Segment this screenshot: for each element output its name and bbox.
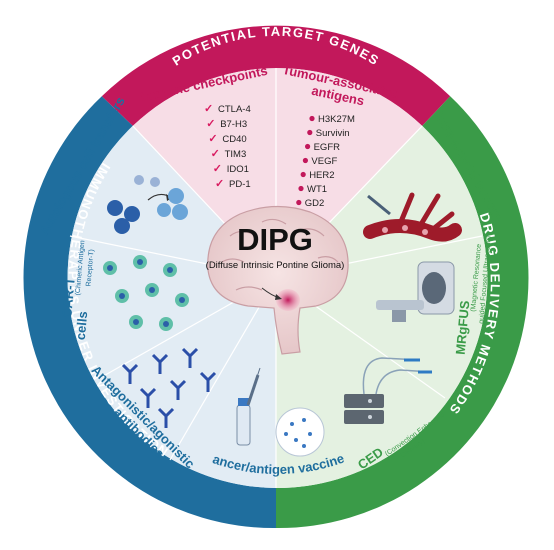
immune-checkpoint-item: PD-1 xyxy=(229,179,251,190)
check-icon: ✓ xyxy=(206,118,215,130)
check-icon: ✓ xyxy=(204,103,213,115)
top-ring-arc xyxy=(101,25,451,126)
bullet-icon xyxy=(300,171,306,178)
cart-cells-illustration xyxy=(103,255,189,331)
left-sector-fill xyxy=(67,125,277,489)
mri-scanner-illustration xyxy=(376,261,455,322)
intra-arterial-illustration xyxy=(363,192,462,242)
tumour-antigen-item: EGFR xyxy=(314,142,341,153)
car-t-nucleus xyxy=(133,319,139,325)
tumour-antigen-item: VEGF xyxy=(311,156,337,167)
cart-paren-2: Receptor-T) xyxy=(85,249,95,287)
tumour-antigen-item: H3K27M xyxy=(318,114,355,125)
bullet-icon xyxy=(305,143,311,150)
car-t-nucleus xyxy=(167,267,173,273)
check-icon: ✓ xyxy=(215,178,224,190)
left-ring-arc xyxy=(23,96,277,529)
tumour-antigen-item: WT1 xyxy=(307,184,327,195)
immune-checkpoint-item: IDO1 xyxy=(227,164,249,175)
car-t-nucleus xyxy=(149,287,155,293)
antibody xyxy=(121,363,139,384)
bullet-icon xyxy=(309,115,315,122)
tumour-antigen-item: GD2 xyxy=(305,198,325,209)
center-title: DIPG xyxy=(237,222,313,257)
immune-checkpoint-item: CD40 xyxy=(222,134,246,145)
tumour-antigen-item: HER2 xyxy=(309,170,334,181)
bullet-icon xyxy=(307,129,313,136)
tumour-antigen-item: Survivin xyxy=(316,128,350,139)
antibody xyxy=(181,347,199,368)
cart-cells: cells xyxy=(73,311,90,341)
antibody xyxy=(139,387,157,408)
right-ring-arc xyxy=(276,96,529,529)
car-t-nucleus xyxy=(107,265,113,271)
antibody xyxy=(169,379,187,400)
check-icon: ✓ xyxy=(208,133,217,145)
brain-illustration xyxy=(207,205,349,355)
car-t-nucleus xyxy=(137,259,143,265)
antibody xyxy=(151,353,169,374)
car-t-nucleus xyxy=(163,321,169,327)
center-subtitle: (Diffuse Intrinsic Pontine Glioma) xyxy=(206,260,345,271)
bullet-icon xyxy=(298,185,304,192)
car-t-nucleus xyxy=(119,293,125,299)
check-icon: ✓ xyxy=(211,148,220,160)
bullet-icon xyxy=(296,199,302,206)
autologous-cells-illustration xyxy=(107,175,188,234)
immune-checkpoint-item: B7-H3 xyxy=(220,119,247,130)
mrgfus-main: MRgFUS xyxy=(453,300,473,356)
antibody xyxy=(157,407,175,428)
car-t-nucleus xyxy=(179,297,185,303)
svg-text:CAR-T: CAR-T xyxy=(59,277,77,319)
ced-device-illustration xyxy=(344,357,433,424)
cart-paren-1: (Chimeric Antigen xyxy=(75,240,87,296)
immune-checkpoint-item: TIM3 xyxy=(225,149,247,160)
antibodies-illustration xyxy=(121,347,217,428)
check-icon: ✓ xyxy=(213,163,222,175)
tumor-highlight xyxy=(276,289,300,311)
immune-checkpoint-item: CTLA-4 xyxy=(218,104,251,115)
cart-label: CAR-T xyxy=(59,277,77,319)
antibody xyxy=(199,371,217,392)
immune-checkpoint-list: ✓CTLA-4✓B7-H3✓CD40✓TIM3✓IDO1✓PD-1 xyxy=(204,103,251,190)
top-sector-fill xyxy=(132,68,423,278)
vaccine-illustration xyxy=(236,367,325,457)
bullet-icon xyxy=(302,157,308,164)
